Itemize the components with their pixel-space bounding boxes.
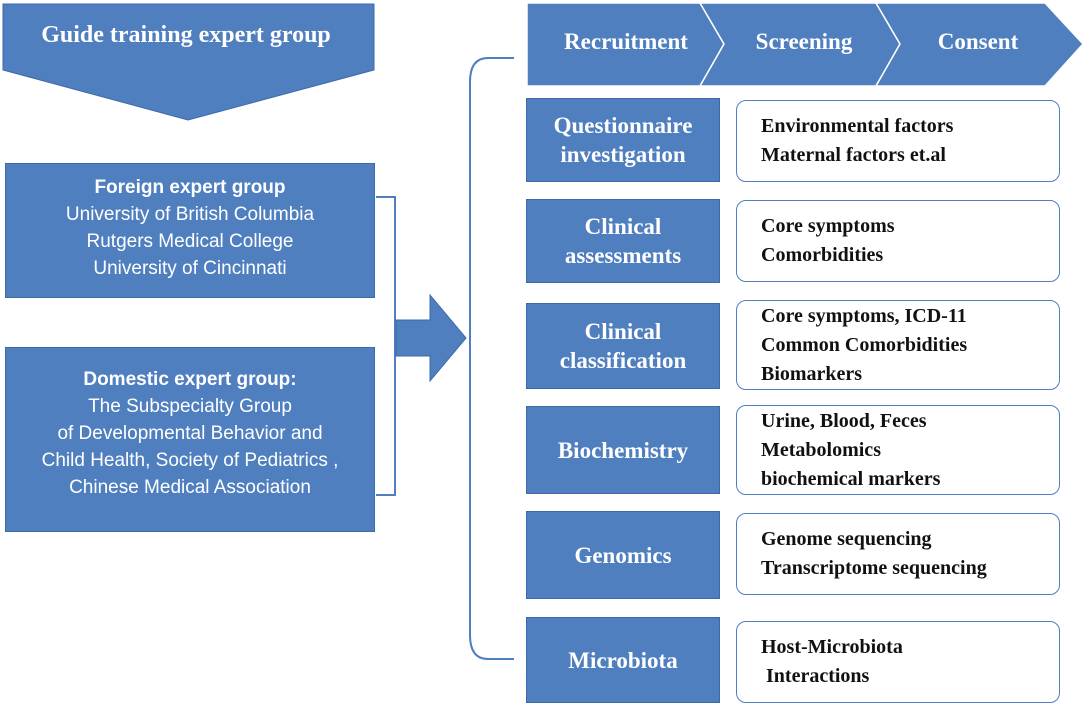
chevron-consent-shape [874,2,1084,87]
detail-line: Biomarkers [761,362,863,385]
category-genomics: Genomics [526,511,720,599]
category-microbiota: Microbiota [526,617,720,703]
detail-line: Metabolomics [761,438,881,461]
guide-banner-title: Guide training expert group [41,22,331,48]
domestic-expert-group: Domestic expert group: The Subspecialty … [5,347,375,532]
detail-line: Host-Microbiota [761,636,903,658]
guide-banner-shape [2,3,375,121]
detail-line: Transcriptome sequencing [761,557,987,579]
detail-line: Genome sequencing [761,528,932,550]
detail-line: Comorbidities [761,244,884,266]
detail-line: Urine, Blood, Feces [761,409,927,432]
foreign-member: Rutgers Medical College [86,231,294,252]
step-recruitment: Recruitment [564,29,688,54]
detail-line: Common Comorbidities [761,333,968,356]
foreign-group-heading: Foreign expert group [94,177,286,198]
detail-line: Maternal factors et.al [761,144,946,166]
domestic-group-heading: Domestic expert group: [83,369,297,390]
rows-bracket [469,57,514,660]
domestic-line: Child Health, Society of Pediatrics , [41,450,339,471]
foreign-member: University of British Columbia [65,204,315,225]
detail-microbiota: Host-Microbiota Interactions [736,621,1060,703]
foreign-member: University of Cincinnati [93,258,287,279]
detail-line: biochemical markers [761,467,941,490]
right-arrow-icon [395,293,467,383]
detail-line: Environmental factors [761,115,954,137]
detail-line: Core symptoms, ICD-11 [761,304,967,327]
detail-clinical-classification: Core symptoms, ICD-11 Common Comorbiditi… [736,300,1060,390]
domestic-line: of Developmental Behavior and [57,423,323,444]
foreign-expert-group: Foreign expert group University of Briti… [5,163,375,298]
detail-biochemistry: Urine, Blood, Feces Metabolomics biochem… [736,405,1060,495]
domestic-line: The Subspecialty Group [88,396,292,417]
detail-line: Core symptoms [761,215,895,237]
detail-questionnaire: Environmental factors Maternal factors e… [736,100,1060,182]
domestic-line: Chinese Medical Association [69,477,311,498]
step-screening: Screening [755,29,853,54]
detail-clinical-assessments: Core symptoms Comorbidities [736,200,1060,282]
groups-bracket [376,196,396,496]
detail-genomics: Genome sequencing Transcriptome sequenci… [736,513,1060,595]
category-biochemistry: Biochemistry [526,406,720,494]
step-consent: Consent [937,29,1019,54]
detail-line: Interactions [761,665,870,687]
